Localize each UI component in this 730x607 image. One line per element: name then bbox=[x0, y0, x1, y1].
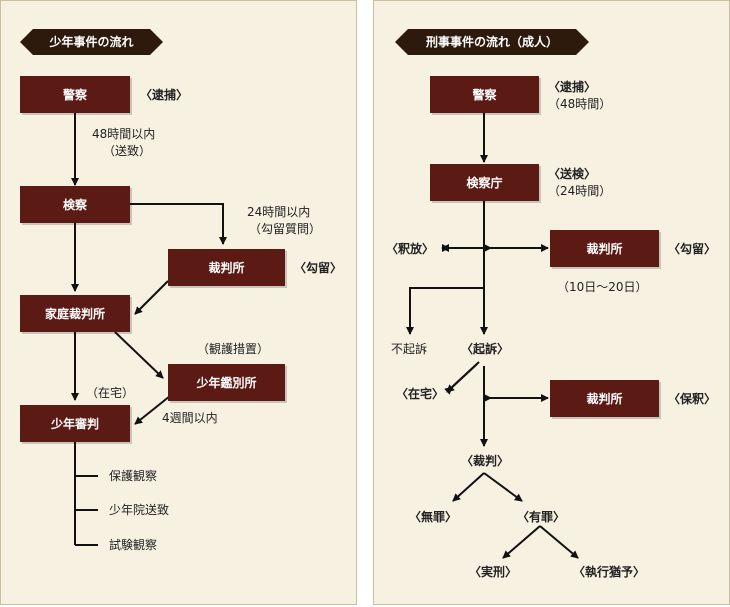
juvenile-flow-title: 少年事件の流れ bbox=[20, 29, 163, 55]
label-send-prosecutor: 〈送検〉 bbox=[548, 167, 597, 181]
node-police: 警察 bbox=[20, 76, 130, 113]
label-suspended-sentence: 〈執行猶予〉 bbox=[573, 565, 646, 579]
label-48-hours: 48時間以内 bbox=[92, 127, 156, 141]
label-release: 〈釈放〉 bbox=[386, 242, 435, 256]
label-prison-sentence: 〈実刑〉 bbox=[469, 565, 518, 579]
label-detention: 〈勾留〉 bbox=[294, 261, 343, 275]
label-at-home: （在宅） bbox=[86, 386, 135, 400]
label-4-weeks: 4週間以内 bbox=[162, 411, 218, 425]
node-classification-home: 少年鑑別所 bbox=[168, 364, 285, 401]
label-send: （送致） bbox=[103, 144, 152, 158]
label-24-hours: 24時間以内 bbox=[247, 205, 311, 219]
node-prosecutor-office: 検察庁 bbox=[430, 164, 539, 201]
node-police-adult: 警察 bbox=[430, 76, 539, 113]
outcome-reformatory: 少年院送致 bbox=[109, 503, 170, 517]
label-no-indictment: 不起訴 bbox=[391, 342, 428, 356]
label-10-20-days: （10日〜20日） bbox=[557, 280, 648, 294]
node-prosecutor: 検察 bbox=[20, 186, 130, 223]
node-juvenile-trial: 少年審判 bbox=[20, 405, 130, 442]
node-court-detention: 裁判所 bbox=[550, 230, 659, 267]
label-24-hours-adult: （24時間） bbox=[548, 184, 612, 198]
label-detention-adult: 〈勾留〉 bbox=[668, 242, 717, 256]
label-48-hours-adult: （48時間） bbox=[548, 97, 612, 111]
outcome-probation: 保護観察 bbox=[109, 469, 158, 483]
label-arrest: 〈逮捕〉 bbox=[140, 88, 189, 102]
outcome-trial-observation: 試験観察 bbox=[109, 538, 158, 552]
label-trial-adult: 〈裁判〉 bbox=[461, 454, 510, 468]
label-indictment: 〈起訴〉 bbox=[461, 342, 510, 356]
label-detention-question: （勾留質問） bbox=[249, 222, 322, 236]
label-bail: 〈保釈〉 bbox=[668, 392, 717, 406]
label-innocent: 〈無罪〉 bbox=[409, 510, 458, 524]
node-court-bail: 裁判所 bbox=[550, 380, 659, 417]
label-arrest-adult: 〈逮捕〉 bbox=[548, 80, 597, 94]
label-at-home-adult: 〈在宅〉 bbox=[396, 387, 445, 401]
adult-flow-title: 刑事事件の流れ（成人） bbox=[395, 29, 589, 55]
label-guilty: 〈有罪〉 bbox=[517, 510, 566, 524]
node-court: 裁判所 bbox=[168, 249, 285, 286]
node-family-court: 家庭裁判所 bbox=[20, 295, 130, 332]
label-observation: （観護措置） bbox=[197, 342, 270, 356]
